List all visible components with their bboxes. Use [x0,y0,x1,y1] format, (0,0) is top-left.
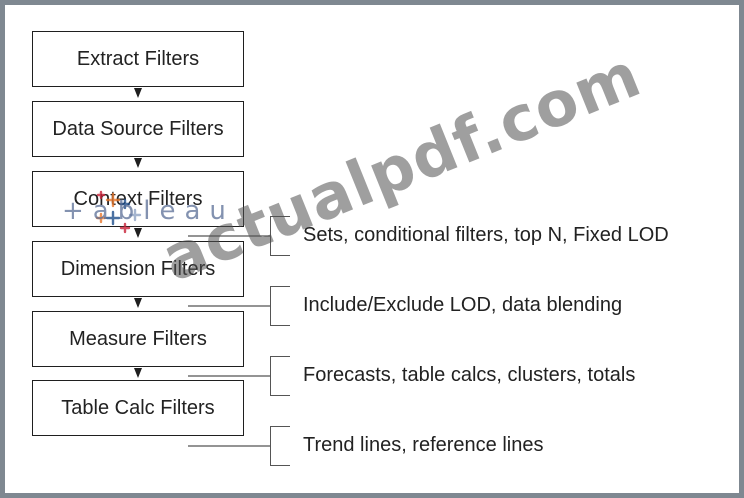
arrow-2-to-3 [134,158,142,168]
arrow-1-to-2 [134,88,142,98]
stage-box-measure: Measure Filters [32,311,244,367]
stage-box-extract: Extract Filters [32,31,244,87]
note-text-2: Include/Exclude LOD, data blending [303,294,623,316]
note-text-1: Sets, conditional filters, top N, Fixed … [303,224,669,246]
stage-label: Table Calc Filters [61,396,215,419]
stage-label: Measure Filters [69,327,207,350]
arrow-3-to-4 [134,228,142,238]
stage-label: Extract Filters [76,47,200,70]
note-bracket-1 [270,216,290,256]
stage-box-context: Context Filters [32,171,244,227]
stage-label: Dimension Filters [60,257,216,280]
arrow-4-to-5 [134,298,142,308]
note-text-4: Trend lines, reference lines [303,434,544,456]
tableau-logo-wordmark: +ableau [62,196,235,226]
stage-box-dimension: Dimension Filters [32,241,244,297]
stage-box-table-calc: Table Calc Filters [32,380,244,436]
note-bracket-3 [270,356,290,396]
arrow-5-to-6 [134,368,142,378]
stage-label: Context Filters [73,187,203,210]
note-bracket-2 [270,286,290,326]
stage-box-data-source: Data Source Filters [32,101,244,157]
stage-label: Data Source Filters [52,117,224,140]
note-bracket-4 [270,426,290,466]
note-text-3: Forecasts, table calcs, clusters, totals [303,364,636,386]
tableau-logo-icon [95,190,142,234]
